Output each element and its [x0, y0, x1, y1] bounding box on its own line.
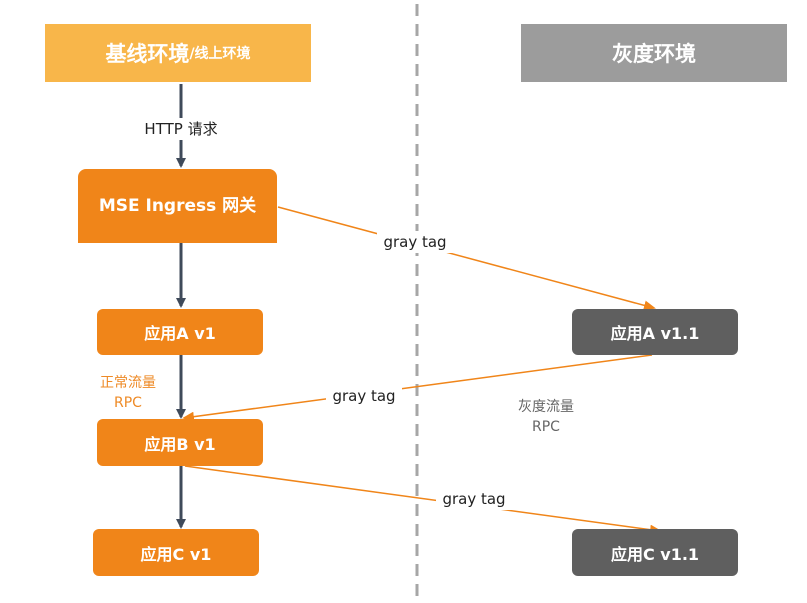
gray-header-title: 灰度环境 [612, 42, 696, 66]
app-c-v1-node: 应用C v1 [93, 529, 259, 576]
app-c-v1-label: 应用C v1 [140, 544, 212, 564]
normal-traffic-note: 正常流量 RPC [88, 373, 168, 413]
app-c-v11-node: 应用C v1.1 [572, 529, 738, 576]
normal-traffic-label: 正常流量 [100, 375, 156, 391]
arrow-app-b-to-app-c-gray [184, 465, 662, 535]
gateway-label: MSE Ingress 网关 [98, 196, 257, 216]
gateway-node: MSE Ingress 网关 [78, 169, 277, 243]
http-request-label: HTTP 请求 [132, 118, 230, 140]
arrow-app-a-gray-to-app-b [182, 354, 653, 422]
app-b-v1-label: 应用B v1 [144, 434, 216, 454]
gray-tag-label-1: gray tag [377, 231, 453, 253]
baseline-header: 基线环境/线上环境 [45, 24, 311, 82]
app-c-v11-label: 应用C v1.1 [610, 544, 700, 564]
gray-rpc-label: RPC [532, 419, 560, 435]
app-a-v1-label: 应用A v1 [144, 324, 216, 343]
baseline-header-sub: /线上环境 [189, 46, 251, 62]
gray-traffic-note: 灰度流量 RPC [506, 397, 586, 437]
gray-header: 灰度环境 [521, 24, 787, 82]
app-a-v11-node: 应用A v1.1 [572, 309, 738, 355]
normal-rpc-label: RPC [114, 395, 142, 411]
baseline-header-main: 基线环境 [105, 42, 190, 66]
app-a-v1-node: 应用A v1 [97, 309, 263, 355]
app-a-v11-label: 应用A v1.1 [610, 324, 700, 343]
app-b-v1-node: 应用B v1 [97, 419, 263, 466]
gray-tag-label-2: gray tag [326, 385, 402, 407]
gray-traffic-label: 灰度流量 [518, 399, 574, 415]
gray-tag-label-3: gray tag [436, 488, 512, 510]
arrow-gateway-to-app-a-gray [277, 206, 656, 311]
